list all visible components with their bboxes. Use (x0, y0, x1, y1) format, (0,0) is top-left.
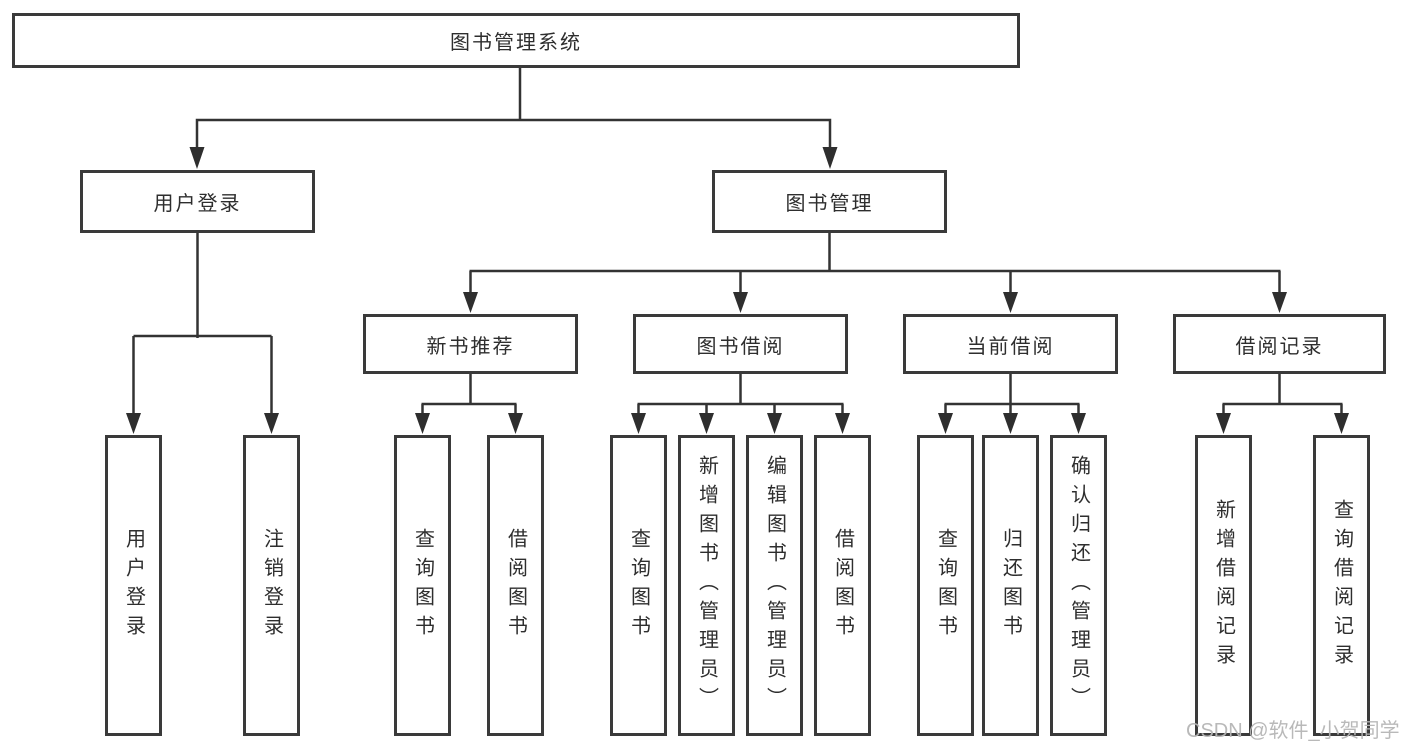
node-label: 借阅图书 (504, 527, 527, 644)
node-leaf-return-books: 归还图书 (982, 435, 1039, 736)
node-label: 查询借阅记录 (1330, 498, 1353, 673)
node-label: 图书管理 (785, 193, 874, 215)
node-label: 新书推荐 (426, 335, 515, 358)
csdn-watermark: CSDN @软件_小贺同学 (1186, 720, 1400, 742)
node-leaf-add-books-admin: 新增图书（管理员） (678, 435, 735, 736)
node-user-login: 用户登录 (80, 170, 315, 233)
node-leaf-confirm-return-admin: 确认归还（管理员） (1050, 435, 1107, 736)
node-label: 查询图书 (627, 527, 650, 644)
node-leaf-user-login: 用户登录 (105, 435, 162, 736)
node-label: 归还图书 (999, 527, 1022, 644)
node-label: 图书借阅 (696, 335, 785, 358)
node-label: 新增借阅记录 (1212, 498, 1235, 673)
node-leaf-add-borrow-record: 新增借阅记录 (1195, 435, 1252, 736)
node-leaf-query-books-2: 查询图书 (610, 435, 667, 736)
node-leaf-borrow-books-2: 借阅图书 (814, 435, 871, 736)
node-label: 新增图书（管理员） (695, 455, 718, 716)
node-current-borrowing: 当前借阅 (903, 314, 1118, 374)
node-label: 编辑图书（管理员） (763, 455, 786, 716)
node-leaf-edit-books-admin: 编辑图书（管理员） (746, 435, 803, 736)
node-new-book-recommendation: 新书推荐 (363, 314, 578, 374)
node-label: 借阅记录 (1235, 335, 1324, 358)
node-leaf-borrow-books-1: 借阅图书 (487, 435, 544, 736)
node-book-borrowing: 图书借阅 (633, 314, 848, 374)
node-label: 查询图书 (411, 527, 434, 644)
node-leaf-query-books-1: 查询图书 (394, 435, 451, 736)
node-leaf-query-borrow-record: 查询借阅记录 (1313, 435, 1370, 736)
node-borrowing-records: 借阅记录 (1173, 314, 1386, 374)
node-label: 查询图书 (934, 527, 957, 644)
node-label: 借阅图书 (831, 527, 854, 644)
node-book-management: 图书管理 (712, 170, 947, 233)
node-label: 确认归还（管理员） (1067, 455, 1090, 716)
node-leaf-query-books-3: 查询图书 (917, 435, 974, 736)
node-leaf-logout: 注销登录 (243, 435, 300, 736)
node-label: 注销登录 (260, 527, 283, 644)
node-library-management-system: 图书管理系统 (12, 13, 1020, 68)
node-label: 用户登录 (153, 193, 242, 215)
node-label: 当前借阅 (966, 335, 1055, 358)
node-label: 用户登录 (122, 527, 145, 644)
node-label: 图书管理系统 (450, 32, 582, 54)
